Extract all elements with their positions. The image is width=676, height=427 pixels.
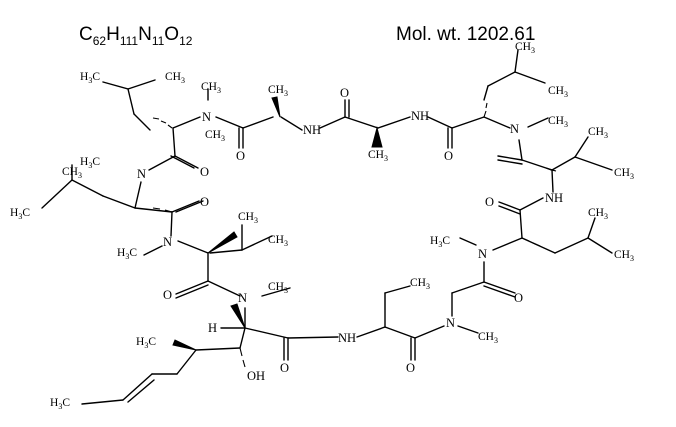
label-ch3-1: CH3 xyxy=(165,71,185,85)
label-n-4: N xyxy=(446,316,455,330)
label-h-1: H xyxy=(208,321,217,335)
label-n-1: N xyxy=(202,110,211,124)
label-ch3-9: CH3 xyxy=(614,167,634,181)
label-ch3-7: CH3 xyxy=(548,115,568,129)
label-o-10: O xyxy=(200,165,209,179)
bond-lines xyxy=(41,49,613,405)
label-ch3-14: CH3 xyxy=(268,281,288,295)
label-ch3-16: CH3 xyxy=(268,234,288,248)
label-nh-3: NH xyxy=(545,191,563,205)
label-n-6: N xyxy=(163,235,172,249)
label-h3c-7: H3C xyxy=(80,156,100,170)
label-o-1: O xyxy=(236,149,245,163)
label-ch3-8: CH3 xyxy=(588,126,608,140)
label-o-6: O xyxy=(406,361,415,375)
label-o-9: O xyxy=(200,195,209,209)
label-h3c-5: H3C xyxy=(117,247,137,261)
hashed-bonds xyxy=(152,102,541,368)
label-n-2: N xyxy=(510,122,519,136)
label-ch3-13: CH3 xyxy=(410,277,430,291)
label-o-2: O xyxy=(340,86,349,100)
label-n-5: N xyxy=(238,291,247,305)
label-ch3-18: CH3 xyxy=(205,129,225,143)
label-h3c-2: H3C xyxy=(430,235,450,249)
label-ch3-15: CH3 xyxy=(238,211,258,225)
stereo-wedges xyxy=(172,96,557,351)
label-ch3-2: CH3 xyxy=(201,81,221,95)
label-ch3-6: CH3 xyxy=(548,85,568,99)
label-nh-1: NH xyxy=(303,123,321,137)
label-nh-2: NH xyxy=(411,109,429,123)
label-ch3-10: CH3 xyxy=(588,207,608,221)
label-nh-4: NH xyxy=(338,331,356,345)
label-oh-1: OH xyxy=(247,369,265,383)
label-o-3: O xyxy=(444,149,453,163)
label-h3c-4: H3C xyxy=(50,397,70,411)
label-o-7: O xyxy=(280,361,289,375)
label-ch3-4: CH3 xyxy=(368,149,388,163)
molecular-weight: Mol. wt. 1202.61 xyxy=(396,24,535,45)
label-ch3-17: CH3 xyxy=(62,166,82,180)
label-ch3-3: CH3 xyxy=(268,84,288,98)
label-h3c-3: H3C xyxy=(136,336,156,350)
label-n-7: N xyxy=(137,167,146,181)
label-o-4: O xyxy=(485,195,494,209)
label-h3c-6: H3C xyxy=(10,207,30,221)
label-n-3: N xyxy=(478,247,487,261)
label-h3c-1: H3C xyxy=(80,71,100,85)
label-o-5: O xyxy=(514,291,523,305)
label-ch3-11: CH3 xyxy=(614,249,634,263)
label-ch3-12: CH3 xyxy=(478,331,498,345)
molecular-formula: C62H111N11O12 xyxy=(79,24,193,48)
label-ch3-5: CH3 xyxy=(515,41,535,55)
label-o-8: O xyxy=(163,288,172,302)
